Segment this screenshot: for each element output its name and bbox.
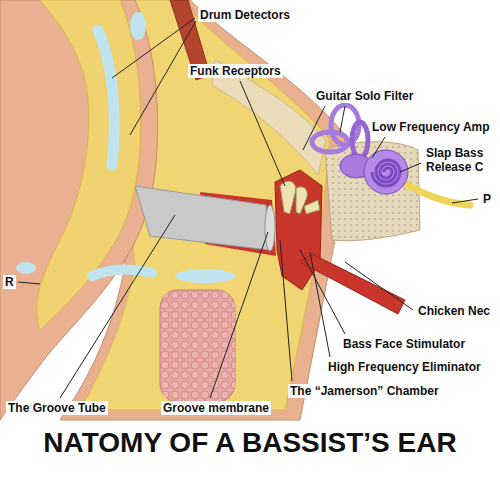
gland [160,290,235,402]
leader-line [345,262,413,310]
cartilage [92,270,152,276]
part-label: Chicken Nec [416,304,492,318]
cartilage [130,12,146,40]
leader-line [18,282,40,284]
leader-line [60,215,175,398]
stapes [304,200,320,214]
leader-line [310,252,330,357]
middle-ear [275,170,322,290]
part-label: High Frequency Eliminator [326,360,483,374]
leader-line [340,106,345,132]
leader-line [303,106,325,150]
part-label: Bass Face Stimulator [341,337,467,351]
part-label: Low Frequency Amp [370,120,492,134]
eardrum [265,205,275,251]
semicircular-canal [352,122,368,158]
pinna-tissue [37,0,141,330]
gland-texture [160,290,235,402]
part-label: P [481,192,493,206]
leader-line [300,250,345,334]
leader-line [280,240,292,381]
cartilage [98,30,114,165]
part-label: Guitar Solo Filter [314,89,415,103]
part-label: Drum Detectors [198,8,292,22]
part-label: The Groove Tube [6,401,108,415]
part-label: Slap Bass Release C [424,146,490,174]
part-label: Groove membrane [161,401,271,415]
cochlea [364,150,408,194]
leader-line [130,21,196,135]
ear-canal [135,186,270,250]
cochlea-spiral [372,160,400,186]
leader-line [240,81,285,186]
cartilage [16,262,36,274]
leader-line [210,232,268,398]
malleus [280,181,296,214]
diagram-title: NATOMY OF A BASSIST’S EAR [0,427,500,459]
leader-lines [18,18,478,398]
leader-line [452,199,478,203]
part-label: Funk Receptors [188,64,283,78]
pinna-skin [0,0,158,420]
part-label: R [3,275,16,289]
leader-line [372,137,385,158]
cartilage [175,269,235,283]
part-label: The “Jamerson” Chamber [288,384,441,398]
leader-line [400,163,421,172]
semicircular-canal [312,132,348,152]
leader-line [112,18,195,78]
